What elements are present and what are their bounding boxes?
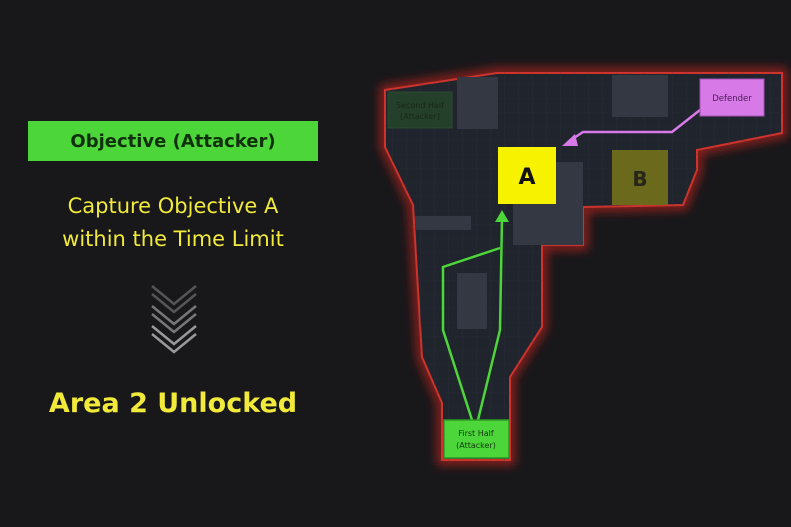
second-half-label-1: Second Half (396, 101, 444, 110)
second-half-spawn: Second Half [Attacker] (387, 91, 453, 129)
defender-spawn: Defender (699, 78, 765, 117)
first-half-label-2: (Attacker) (456, 441, 496, 450)
area-unlocked-text: Area 2 Unlocked (48, 388, 298, 419)
attacker-routes (441, 217, 504, 421)
first-half-spawn: First Half (Attacker) (443, 419, 510, 459)
task-line-2: within the Time Limit (62, 227, 284, 251)
objective-b: B (612, 150, 668, 205)
objective-label: Objective (Attacker) (28, 121, 318, 161)
objective-b-label: B (632, 167, 647, 191)
defender-label: Defender (712, 94, 752, 104)
attacker-arrowhead-icon (495, 210, 509, 222)
second-half-label-2: [Attacker] (400, 112, 440, 121)
task-line-1: Capture Objective A (67, 194, 279, 218)
objective-a-label: A (518, 165, 535, 190)
first-half-label-1: First Half (458, 429, 494, 438)
objective-task: Capture Objective A within the Time Limi… (20, 190, 326, 256)
defender-arrowhead-icon (562, 134, 578, 146)
chevrons-down-icon (151, 285, 197, 354)
objective-a: A (498, 147, 556, 204)
